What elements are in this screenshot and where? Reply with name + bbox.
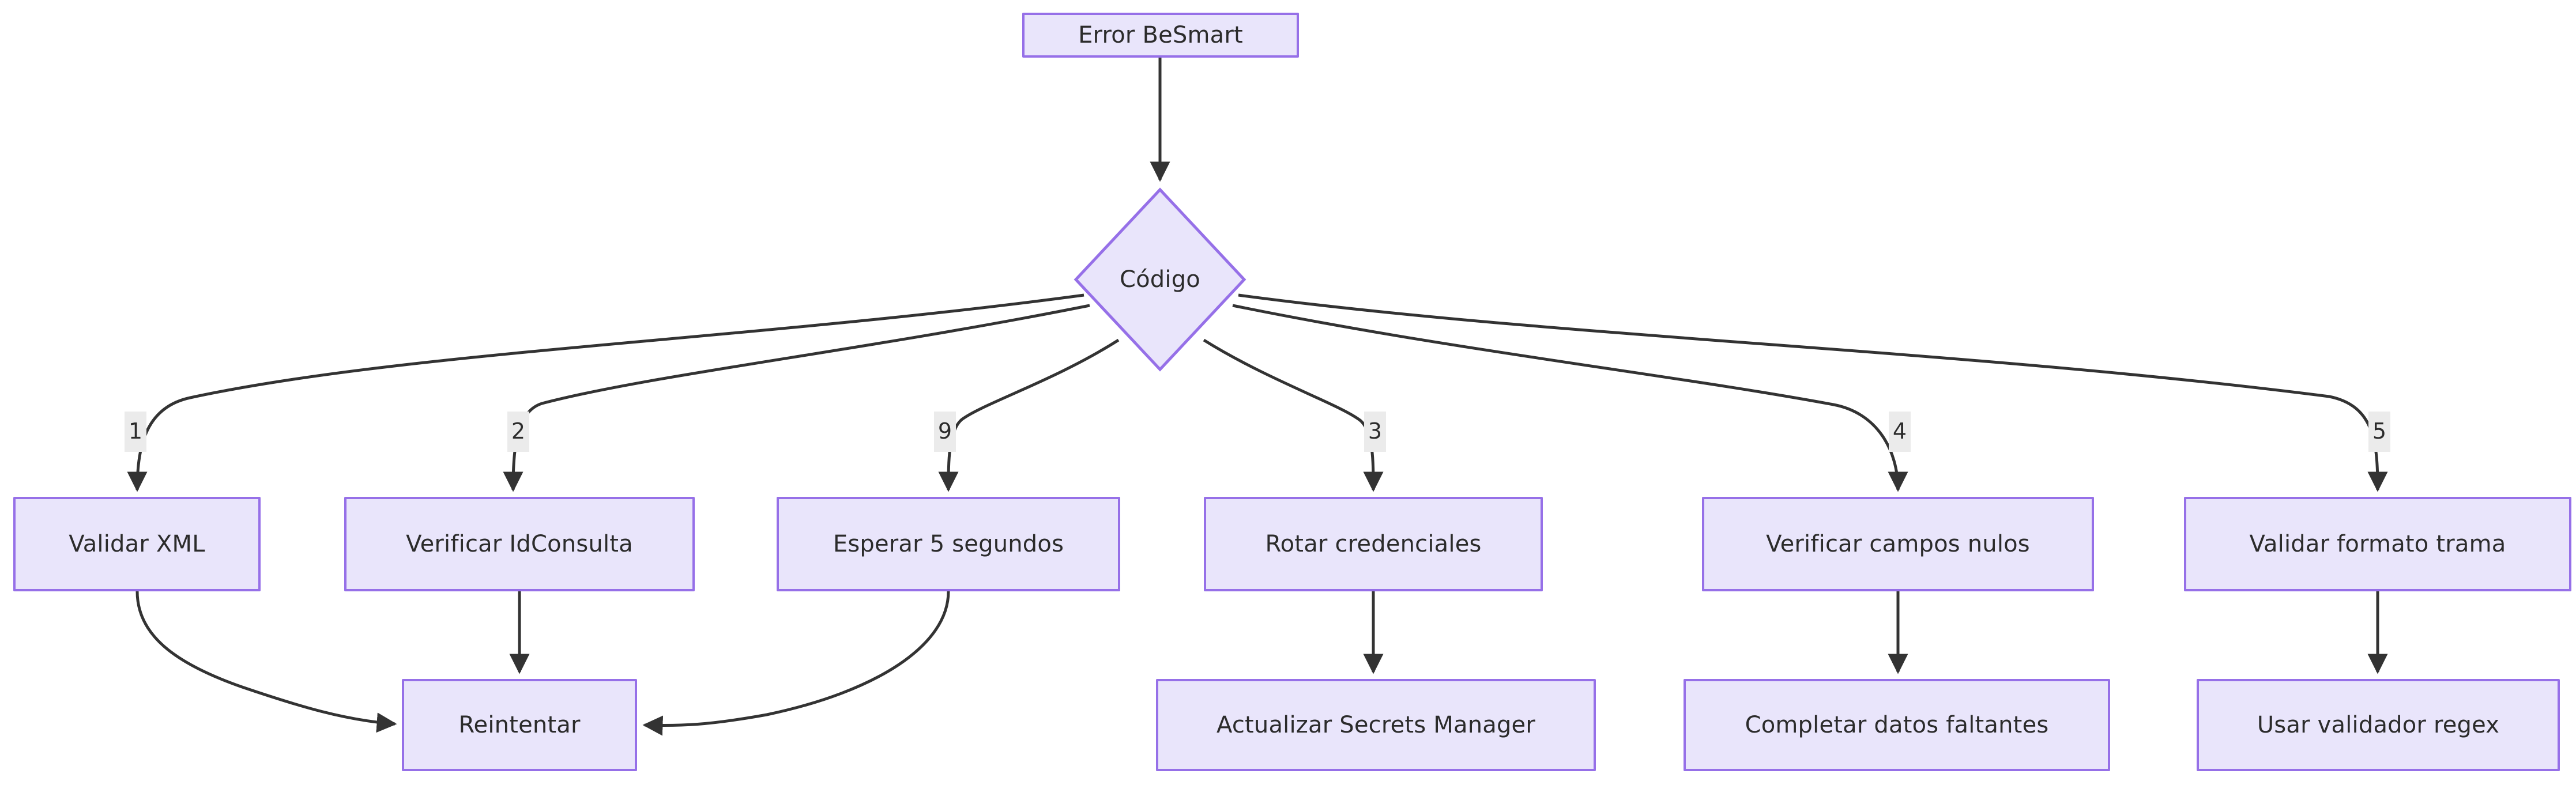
node-usar-validador-regex[interactable]: Usar validador regex: [2197, 679, 2560, 771]
node-error-besmart[interactable]: Error BeSmart: [1022, 13, 1299, 58]
edge-label-1: 1: [125, 412, 146, 452]
node-actualizar-secrets-manager[interactable]: Actualizar Secrets Manager: [1156, 679, 1596, 771]
node-label: Validar XML: [69, 531, 205, 557]
node-label: Error BeSmart: [1078, 22, 1243, 48]
node-validar-formato-trama[interactable]: Validar formato trama: [2184, 497, 2571, 591]
edge-codigo-to-camposnulos: [1232, 304, 1908, 492]
node-validar-xml[interactable]: Validar XML: [13, 497, 261, 591]
node-verificar-campos-nulos[interactable]: Verificar campos nulos: [1702, 497, 2094, 591]
edge-validarxml-to-reintentar: [135, 591, 397, 733]
node-label: Esperar 5 segundos: [833, 531, 1064, 557]
edge-label-2: 2: [507, 412, 529, 452]
node-reintentar[interactable]: Reintentar: [402, 679, 637, 771]
node-label: Validar formato trama: [2249, 531, 2506, 557]
node-codigo-decision[interactable]: Código: [1074, 187, 1246, 372]
node-label: Código: [1120, 266, 1200, 293]
node-label: Verificar IdConsulta: [406, 531, 633, 557]
edge-codigo-to-validarxml: [127, 293, 1084, 492]
edge-label-9: 9: [934, 412, 956, 452]
edge-codigo-to-idconsulta: [503, 304, 1090, 492]
edge-label-3: 3: [1364, 412, 1386, 452]
node-label: Rotar credenciales: [1265, 531, 1482, 557]
edge-label-5: 5: [2368, 412, 2390, 452]
node-rotar-credenciales[interactable]: Rotar credenciales: [1204, 497, 1543, 591]
node-label: Actualizar Secrets Manager: [1216, 712, 1536, 738]
node-label: Completar datos faltantes: [1745, 712, 2049, 738]
edge-label-4: 4: [1889, 412, 1911, 452]
diamond-shape: [1074, 187, 1246, 372]
node-verificar-idconsulta[interactable]: Verificar IdConsulta: [344, 497, 695, 591]
edge-esperar-to-reintentar: [642, 591, 950, 736]
node-completar-datos-faltantes[interactable]: Completar datos faltantes: [1684, 679, 2110, 771]
node-label: Verificar campos nulos: [1766, 531, 2030, 557]
node-label: Usar validador regex: [2257, 712, 2500, 738]
node-esperar-5-segundos[interactable]: Esperar 5 segundos: [777, 497, 1120, 591]
edge-codigo-to-formatotrama: [1238, 293, 2388, 492]
node-label: Reintentar: [458, 712, 581, 738]
